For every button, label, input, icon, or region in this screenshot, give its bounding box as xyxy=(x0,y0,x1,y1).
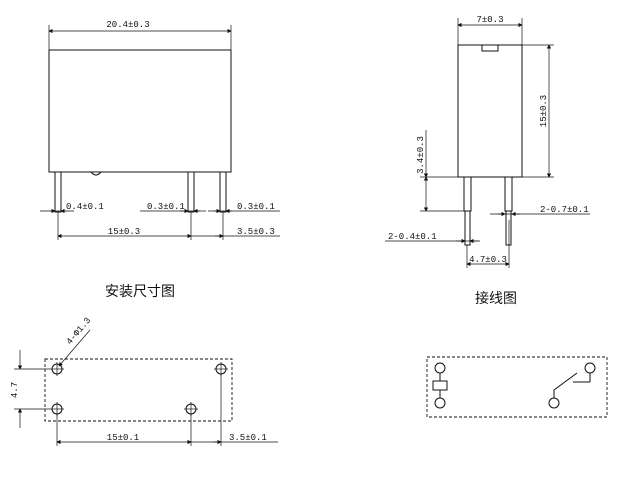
pin-left xyxy=(54,171,62,213)
relay-body-front xyxy=(48,49,232,173)
coil-symbol xyxy=(432,380,448,391)
contact-terminal-common xyxy=(548,397,560,409)
pin-mid xyxy=(187,171,195,213)
coil-terminal-bottom xyxy=(434,397,446,409)
pin-width-a-label: 2-0.7±0.1 xyxy=(540,205,589,215)
pcb-pitch-label: 15±0.1 xyxy=(107,433,139,443)
thickness-label: 7±0.3 xyxy=(476,15,503,25)
row-spacing-label: 4.7 xyxy=(10,382,20,398)
pin-width-left-label: 0.4±0.1 xyxy=(66,202,104,212)
contact-terminal-no xyxy=(584,362,596,374)
pin-offset-label: 3.5±0.3 xyxy=(237,227,275,237)
pin-width-mid-label: 0.3±0.1 xyxy=(147,202,185,212)
width-label: 20.4±0.3 xyxy=(106,20,149,30)
hole-top-left xyxy=(50,362,64,376)
height-label: 15±0.3 xyxy=(539,95,549,127)
pin-width-b-label: 2-0.4±0.1 xyxy=(388,232,437,242)
top-tab xyxy=(481,44,499,52)
front-view: 20.4±0.3 0.4±0.1 0.3±0.1 0.3±0.1 15±0.3 … xyxy=(40,20,280,240)
coil-terminal-top xyxy=(434,362,446,374)
side-view: 7±0.3 15±0.3 3.4±0.3 2-0.7±0.1 2-0.4±0.1 xyxy=(385,15,590,268)
hole-bottom-mid xyxy=(184,402,198,416)
pcb-layout: 4-Φ1.3 4.7 15±0.1 3.5±0.1 xyxy=(10,316,278,446)
wiring-outline xyxy=(426,356,608,418)
pin-length-label: 3.4±0.3 xyxy=(416,136,426,174)
side-pin-right xyxy=(504,176,513,212)
side-pin-left xyxy=(463,176,472,212)
hole-leader xyxy=(58,329,91,367)
pin-spacing-label: 4.7±0.3 xyxy=(469,255,507,265)
mounting-caption: 安装尺寸图 xyxy=(105,284,175,300)
wiring-diagram xyxy=(426,356,608,418)
pcb-offset-label: 3.5±0.1 xyxy=(229,433,267,443)
relay-body-side xyxy=(457,44,523,178)
hole-top-right xyxy=(214,362,228,376)
pin-pitch-label: 15±0.3 xyxy=(108,227,140,237)
contact-arm xyxy=(553,372,578,391)
pin-width-right-label: 0.3±0.1 xyxy=(237,202,275,212)
wiring-caption: 接线图 xyxy=(475,290,517,307)
pcb-outline xyxy=(44,358,233,422)
side-pin-left-tip xyxy=(464,210,471,246)
side-pin-right-tip xyxy=(505,210,512,246)
body-notch xyxy=(90,171,102,176)
hole-bottom-left xyxy=(50,402,64,416)
pin-right xyxy=(219,171,227,213)
